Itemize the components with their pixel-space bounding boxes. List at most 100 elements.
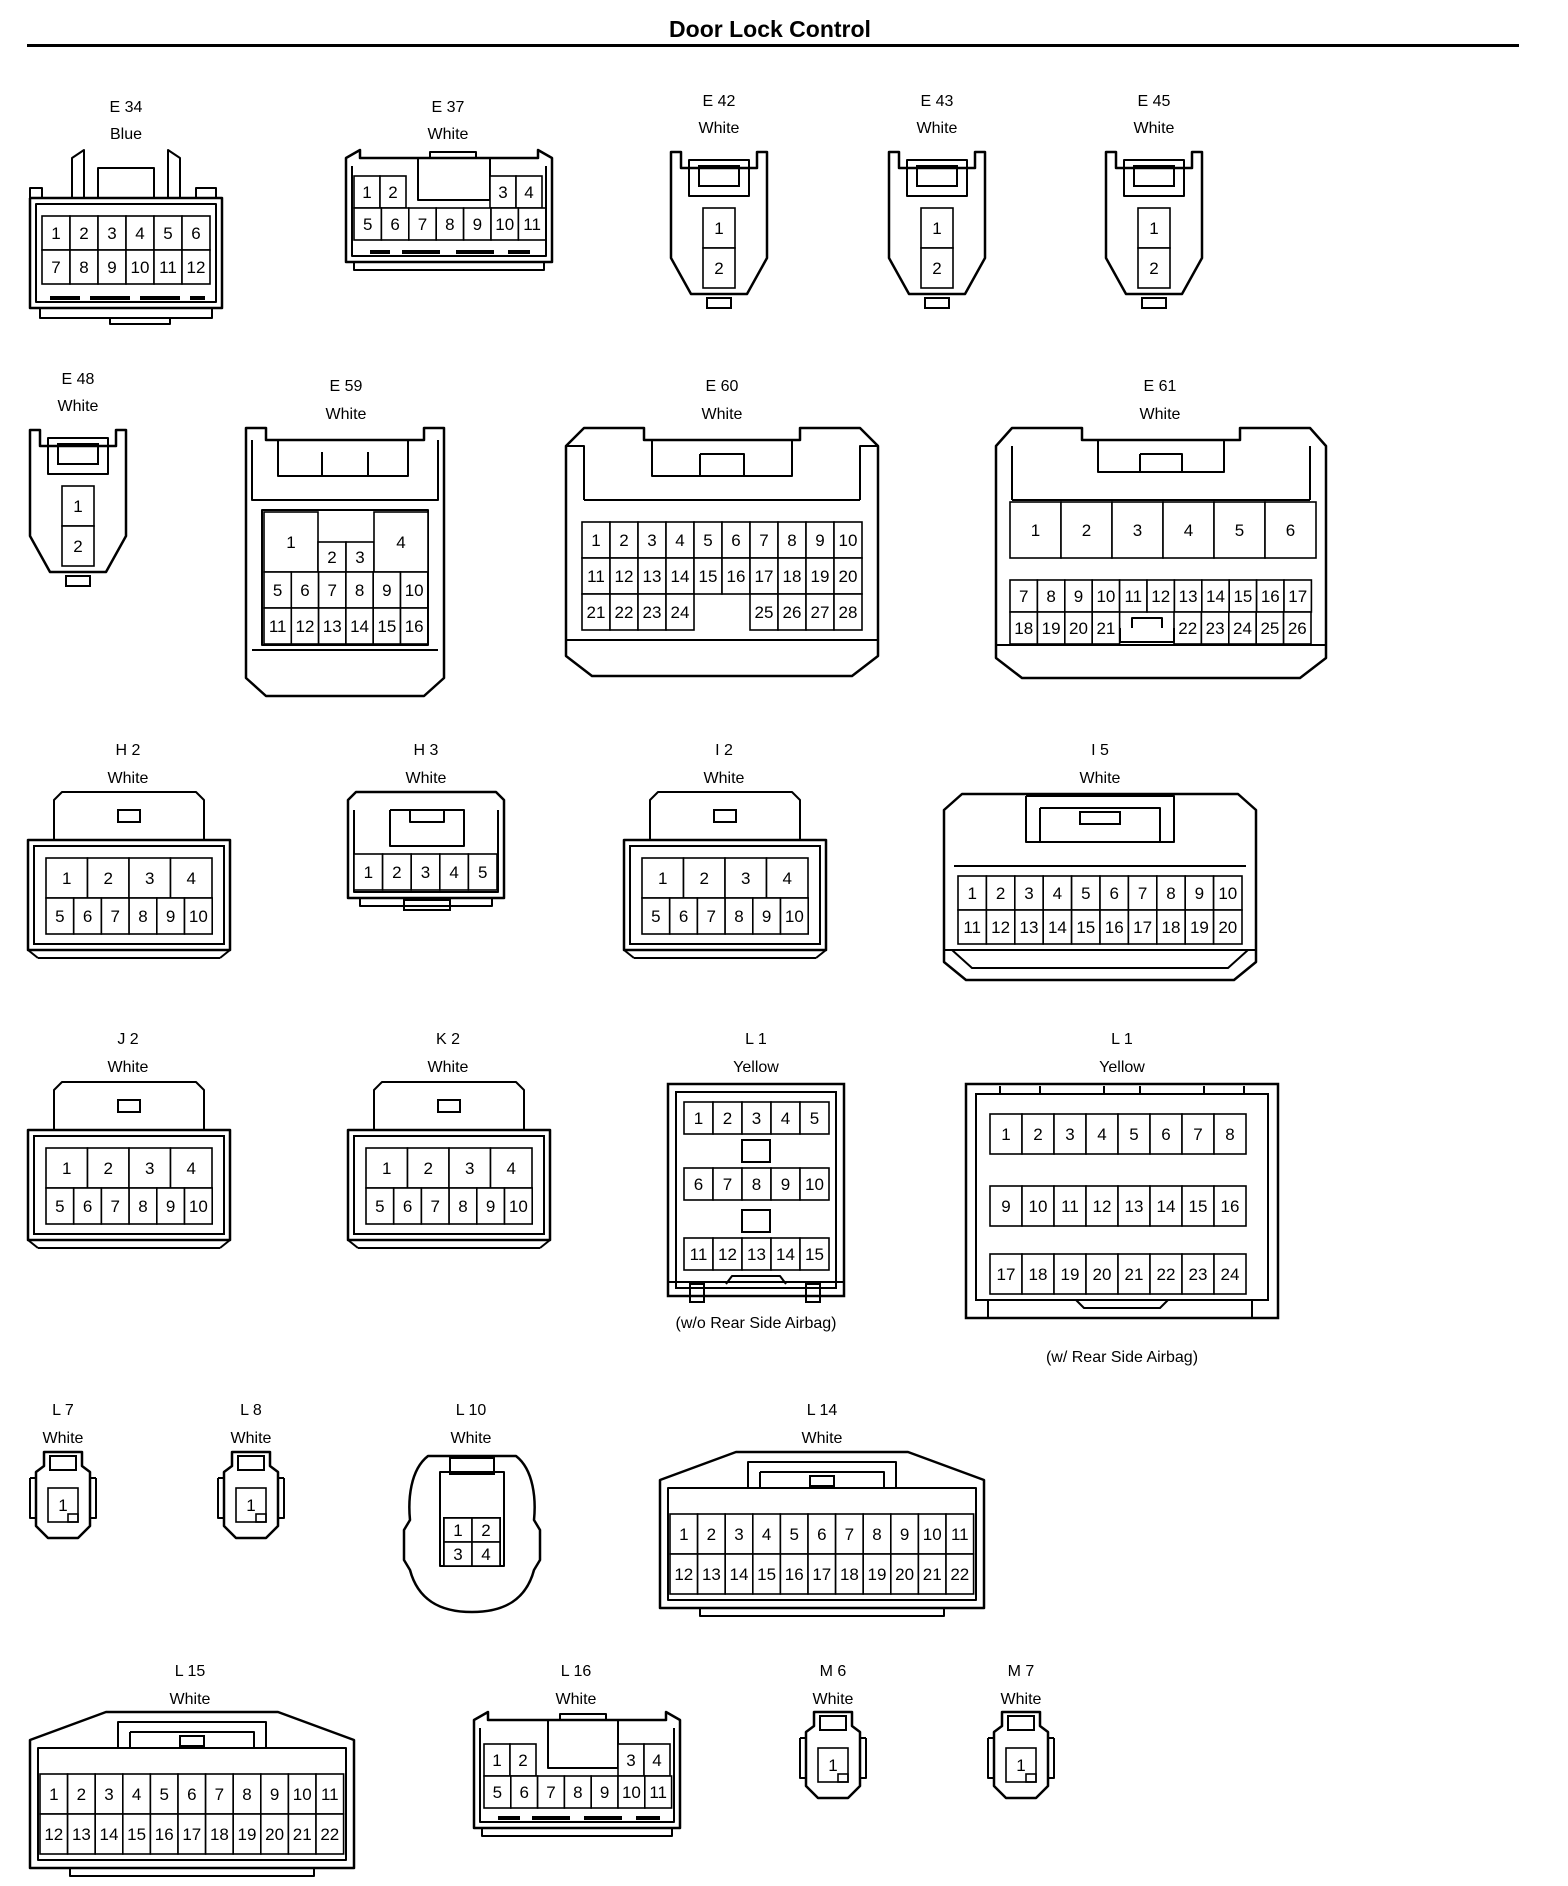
pin-number: 6	[403, 1197, 412, 1216]
pin-cavity	[1117, 1185, 1151, 1227]
pin-number: 5	[478, 863, 487, 882]
pin-number: 4	[507, 1159, 516, 1178]
housing-outline	[759, 1471, 885, 1488]
pin-number: 17	[997, 1265, 1016, 1284]
pin-cavity	[1085, 1113, 1119, 1155]
pin-cavity	[779, 897, 810, 935]
pin-cavity	[917, 1513, 947, 1555]
lock-tab	[237, 1455, 265, 1471]
connector-name: L 1	[745, 1031, 767, 1048]
lock-tab	[117, 1099, 141, 1113]
housing-outline	[887, 150, 987, 296]
connector-name: M 6	[820, 1663, 847, 1680]
connector-color: White	[170, 1691, 211, 1708]
connector-color: White	[1134, 120, 1175, 137]
pin-number: 10	[1029, 1197, 1048, 1216]
pin-number: 10	[131, 258, 150, 277]
key-tab	[1025, 1773, 1037, 1783]
housing-outline	[472, 1710, 682, 1830]
housing-inner	[975, 1093, 1269, 1301]
pin-number: 14	[1206, 587, 1225, 606]
pin-cavity	[989, 1113, 1023, 1155]
connector-color: White	[428, 1059, 469, 1076]
pin-number: 3	[626, 1751, 635, 1770]
housing-outline	[667, 1487, 977, 1601]
pin-number: 2	[714, 259, 723, 278]
housing-outline	[29, 1477, 97, 1519]
housing-outline	[251, 440, 439, 501]
housing-outline	[277, 440, 409, 477]
pin-number: 4	[675, 531, 684, 550]
pin-number: 15	[1189, 1197, 1208, 1216]
pin-cavity	[799, 1167, 830, 1201]
pin-number: 1	[51, 224, 60, 243]
pin-cavity	[489, 1147, 533, 1189]
pin-cavity	[637, 593, 667, 631]
housing-inner	[353, 1135, 545, 1235]
pin-number: 16	[155, 1825, 174, 1844]
housing-outline	[479, 1728, 675, 1823]
housing-outline	[1097, 440, 1225, 473]
pin-number: 2	[481, 1521, 490, 1540]
pin-cavity	[471, 1541, 501, 1567]
pin-cavity	[957, 909, 988, 945]
housing-outline	[35, 203, 217, 303]
pin-number: 12	[44, 1825, 63, 1844]
lock-tab	[49, 1455, 77, 1471]
pin-number: 4	[396, 533, 405, 552]
pin-cavity	[235, 1487, 267, 1523]
housing-outline	[481, 1828, 673, 1837]
housing-detail	[741, 1209, 771, 1233]
pin-cavity	[1156, 875, 1187, 911]
pin-cavity	[741, 1101, 772, 1135]
pin-number: 12	[187, 258, 206, 277]
pin-cavity	[805, 593, 835, 631]
lock-tab	[916, 165, 958, 187]
pin-cavity	[149, 1813, 179, 1855]
pin-number: 21	[923, 1565, 942, 1584]
pin-number: 16	[1105, 918, 1124, 937]
pin-cavity	[985, 909, 1016, 945]
pin-number: 6	[187, 1785, 196, 1804]
pin-cavity	[372, 571, 402, 609]
pin-number: 10	[1096, 587, 1115, 606]
pin-number: 1	[591, 531, 600, 550]
housing-outline	[1123, 159, 1185, 197]
pin-cavity	[315, 1773, 345, 1815]
pin-number: 4	[132, 1785, 141, 1804]
pin-cavity	[945, 1553, 975, 1595]
housing-outline	[699, 1608, 945, 1617]
pin-number: 2	[73, 537, 82, 556]
pin-number: 5	[273, 581, 282, 600]
pin-number: 1	[49, 1785, 58, 1804]
pin-number: 7	[845, 1525, 854, 1544]
pin-number: 8	[1225, 1125, 1234, 1144]
pin-number: 3	[145, 1159, 154, 1178]
pin-cavity	[749, 593, 779, 631]
housing-outline	[942, 792, 1258, 982]
housing-outline	[28, 1710, 356, 1870]
pin-cavity	[1118, 579, 1148, 613]
housing-outline	[623, 949, 827, 959]
pin-number: 1	[62, 1159, 71, 1178]
pin-cavity	[985, 875, 1016, 911]
lock-tab	[179, 1735, 205, 1747]
pin-cavity	[702, 247, 736, 289]
pin-cavity	[799, 1101, 830, 1135]
connector-color: White	[451, 1430, 492, 1447]
pin-cavity	[1149, 1113, 1183, 1155]
housing-outline	[37, 1747, 347, 1861]
pin-number: 3	[741, 869, 750, 888]
connector-name: E 43	[921, 93, 954, 110]
housing-outline	[261, 509, 429, 646]
pin-number: 4	[781, 1109, 790, 1128]
pin-cavity	[751, 1553, 782, 1595]
housing-outline	[47, 437, 109, 475]
pin-cavity	[406, 1147, 450, 1189]
